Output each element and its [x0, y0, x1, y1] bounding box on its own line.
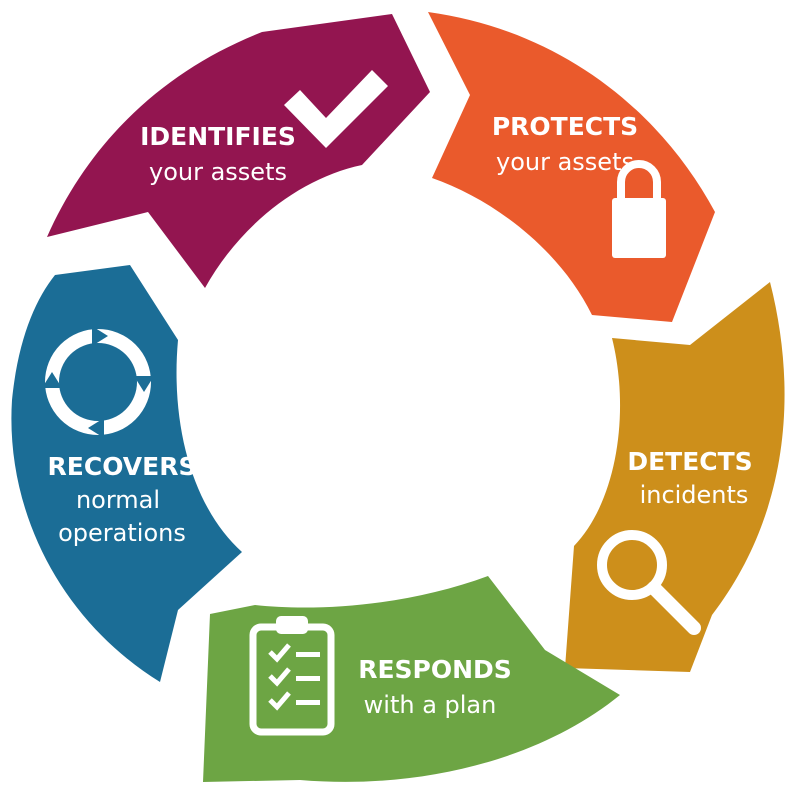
- checkmark-icon: [284, 70, 388, 148]
- segment-detects-shape: [565, 282, 785, 672]
- detects-title: DETECTS: [627, 447, 752, 476]
- segment-responds: RESPONDS with a plan: [203, 576, 620, 782]
- responds-title: RESPONDS: [358, 655, 512, 684]
- segment-identifies-shape: [47, 14, 430, 288]
- segment-recovers-shape: [11, 265, 242, 682]
- clipboard-checklist-icon: [249, 616, 335, 736]
- segment-recovers: RECOVERS normal operations: [11, 265, 242, 682]
- padlock-icon: [612, 160, 666, 258]
- segment-identifies: IDENTIFIES your assets: [47, 14, 430, 288]
- recovers-subtitle-line1: normal: [76, 486, 160, 514]
- segment-detects: DETECTS incidents: [565, 282, 785, 672]
- identifies-title: IDENTIFIES: [140, 122, 296, 151]
- recovers-title: RECOVERS: [48, 452, 197, 481]
- segment-protects: PROTECTS your assets: [428, 12, 715, 322]
- protects-title: PROTECTS: [492, 112, 638, 141]
- identifies-subtitle: your assets: [149, 158, 287, 186]
- magnifier-icon: [597, 530, 701, 635]
- detects-subtitle: incidents: [640, 481, 749, 509]
- protects-subtitle: your assets: [496, 148, 634, 176]
- cycle-arrows-icon: [42, 326, 154, 438]
- recovers-subtitle-line2: operations: [58, 519, 186, 547]
- responds-subtitle: with a plan: [364, 691, 497, 719]
